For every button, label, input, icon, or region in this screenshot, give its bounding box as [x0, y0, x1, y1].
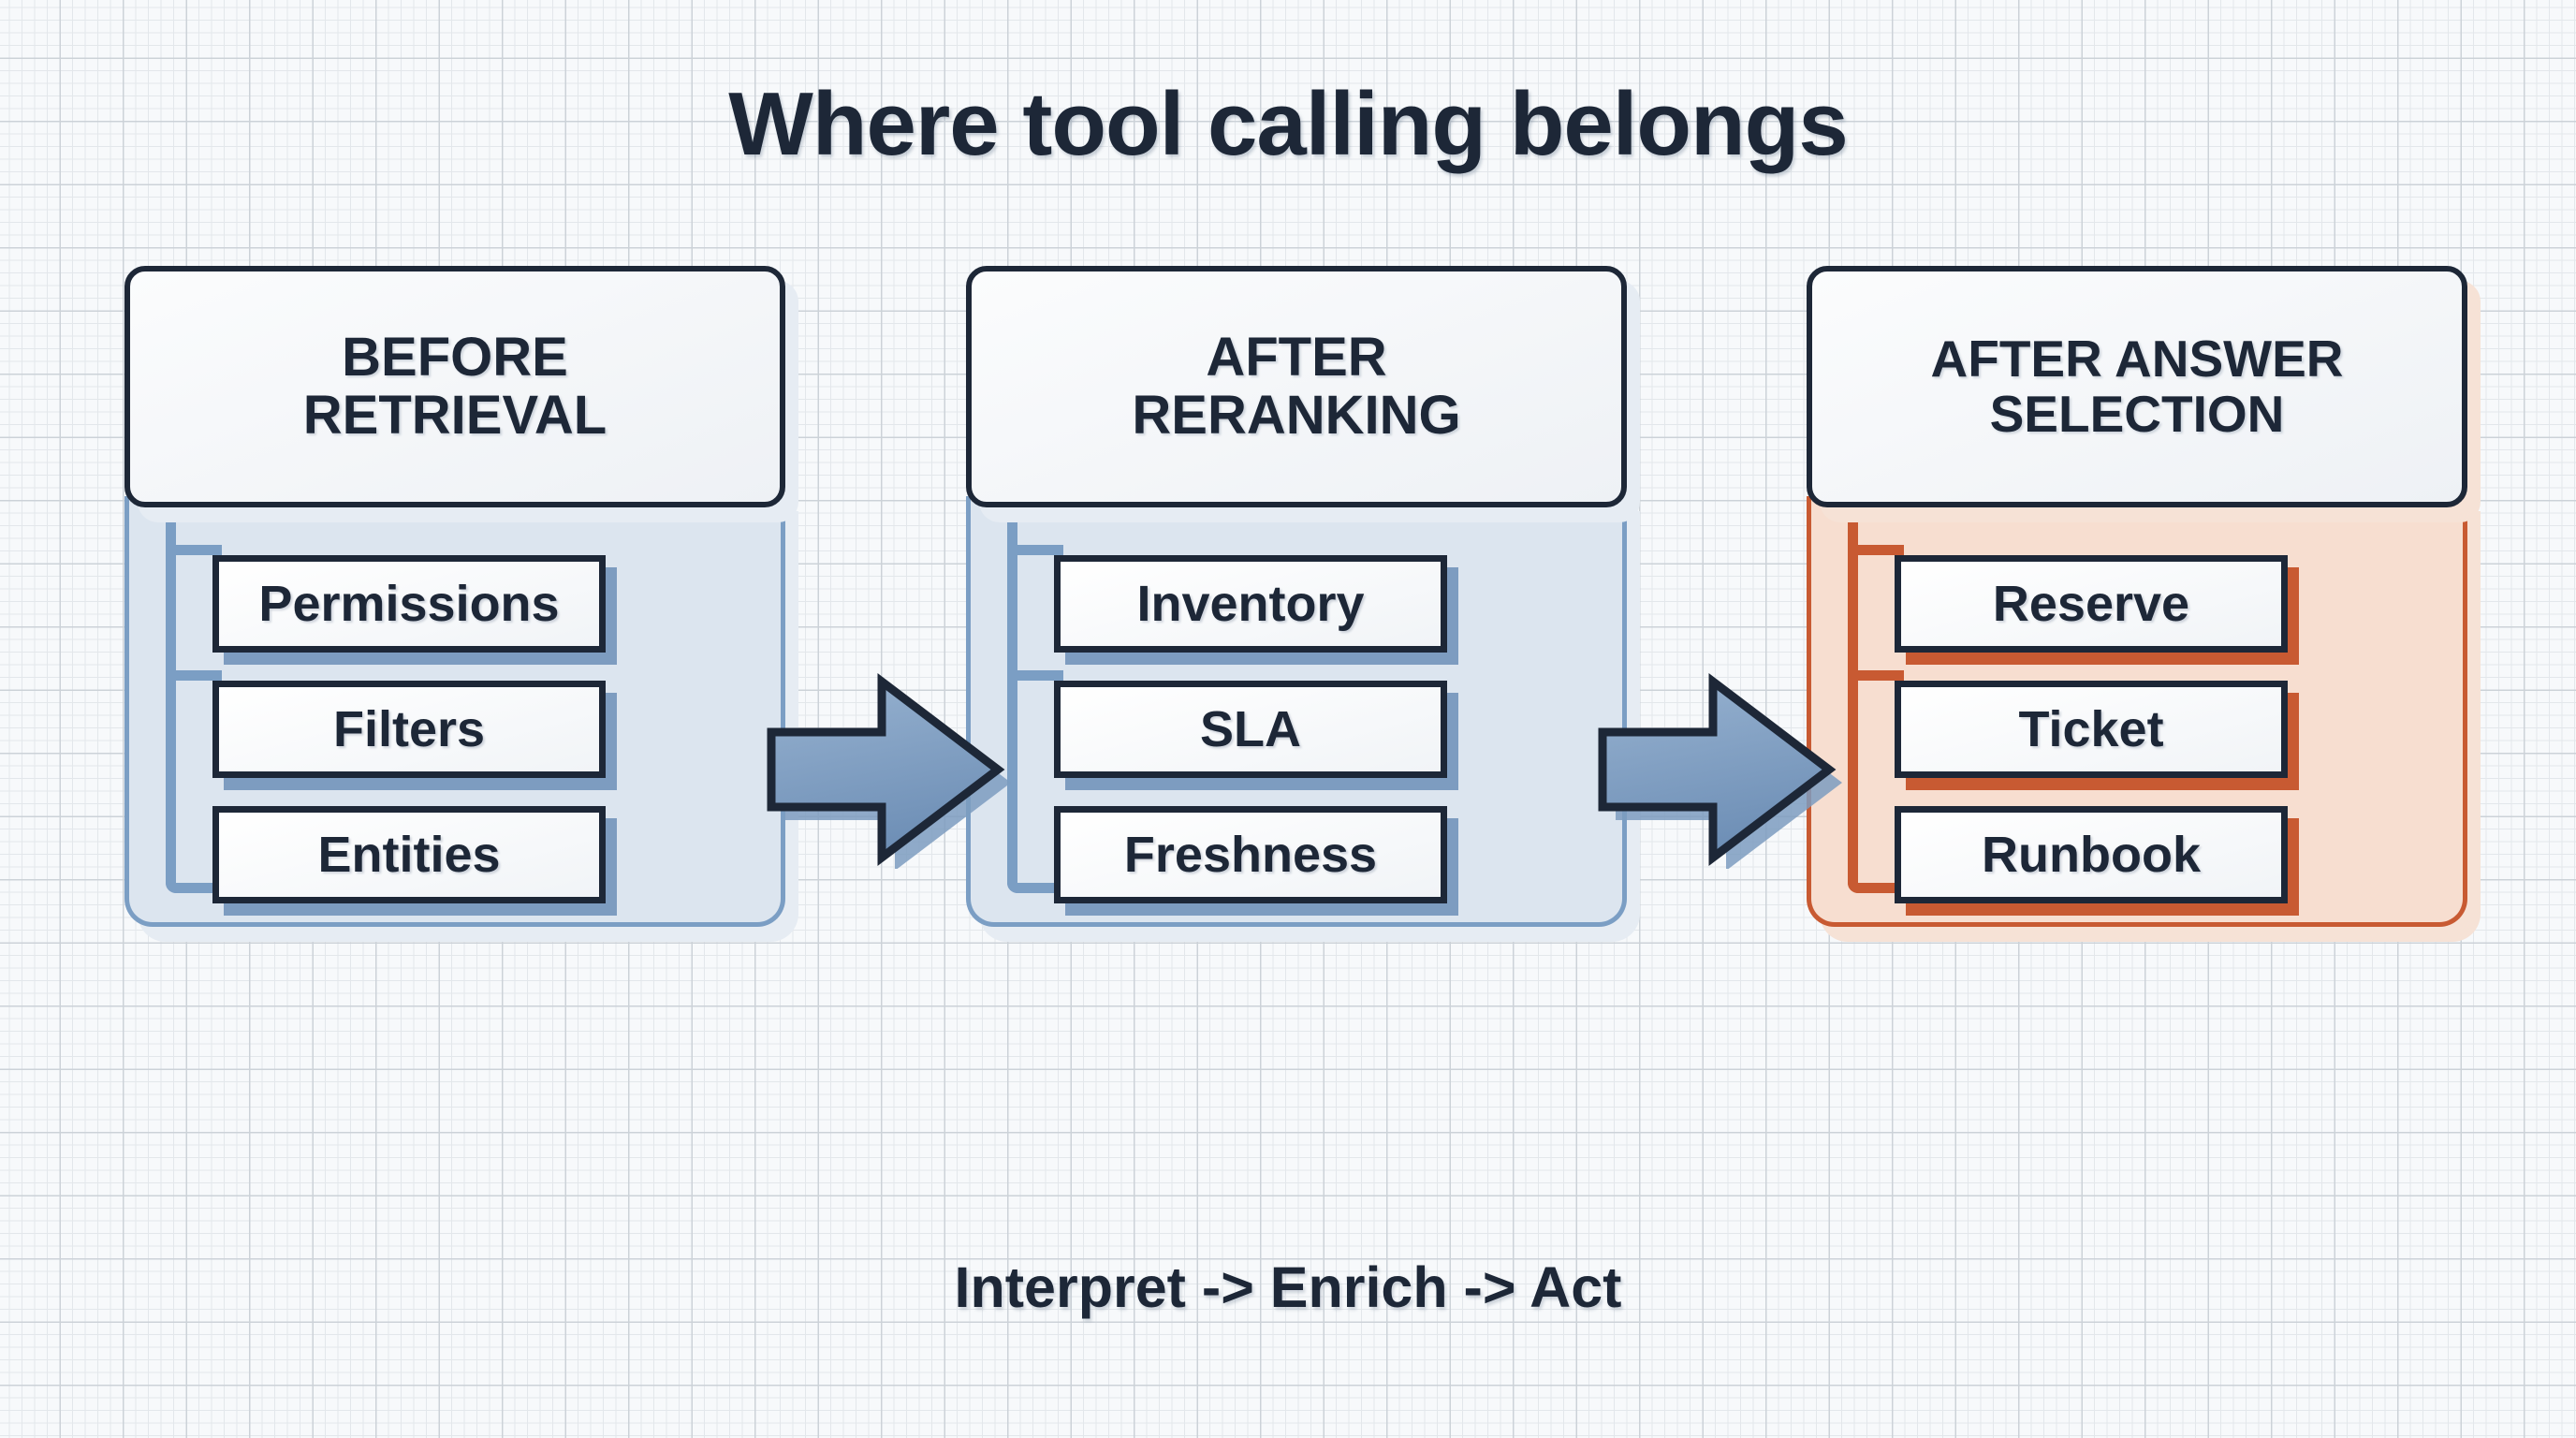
stage-header-label: AFTER ANSWER SELECTION — [1930, 330, 2344, 443]
arrow-stage1-to-stage2 — [760, 670, 1015, 869]
stage-header-card[interactable]: BEFORE RETRIEVAL — [124, 266, 785, 507]
stage-item-label: SLA — [1200, 701, 1301, 757]
stage-item-label: Filters — [332, 701, 486, 757]
stage-item-box[interactable]: Ticket — [1895, 681, 2288, 778]
stage-item-label: Ticket — [2018, 701, 2164, 757]
stage-item-box[interactable]: SLA — [1054, 681, 1447, 778]
stage-connector-stub — [1011, 670, 1063, 681]
stage-item-box[interactable]: Freshness — [1054, 806, 1447, 903]
page-title: Where tool calling belongs — [728, 74, 1848, 174]
stage-item-box[interactable]: Inventory — [1054, 555, 1447, 653]
stage-item-box[interactable]: Permissions — [212, 555, 606, 653]
stage-item-box[interactable]: Reserve — [1895, 555, 2288, 653]
stage-item-label: Permissions — [258, 576, 560, 632]
stage-connector-trunk — [1848, 502, 1896, 893]
stage-item-label: Entities — [317, 827, 501, 883]
stage-connector-stub — [1852, 670, 1904, 681]
stage-connector-stub — [169, 670, 222, 681]
stage-item-label: Inventory — [1136, 576, 1365, 632]
stage-connector-stub — [1852, 545, 1904, 555]
stage-item-label: Reserve — [1992, 576, 2190, 632]
stage-item-box[interactable]: Entities — [212, 806, 606, 903]
stage-item-box[interactable]: Filters — [212, 681, 606, 778]
stage-connector-trunk — [166, 502, 214, 893]
stage-connector-stub — [169, 545, 222, 555]
stage-item-label: Runbook — [1982, 827, 2201, 883]
stage-header-label: BEFORE RETRIEVAL — [302, 326, 607, 446]
arrow-stage2-to-stage3 — [1591, 670, 1846, 869]
stage-header-label: AFTER RERANKING — [1132, 326, 1461, 446]
stage-item-box[interactable]: Runbook — [1895, 806, 2288, 903]
stage-connector-stub — [1011, 545, 1063, 555]
stage-item-label: Freshness — [1123, 827, 1378, 883]
stage-header-card[interactable]: AFTER RERANKING — [966, 266, 1627, 507]
flow-caption: Interpret -> Enrich -> Act — [954, 1255, 1622, 1319]
stage-header-card[interactable]: AFTER ANSWER SELECTION — [1807, 266, 2467, 507]
